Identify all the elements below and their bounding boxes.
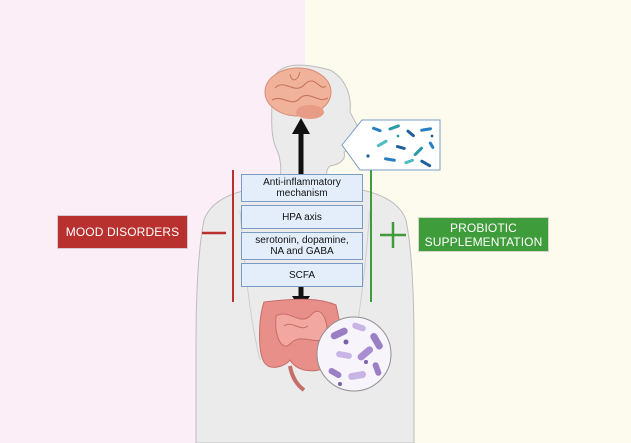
mechanism-scfa: SCFA [241, 263, 363, 287]
brain-icon [264, 67, 332, 119]
mechanism-hpa-axis: HPA axis [241, 205, 363, 229]
mechanism-anti-inflammatory: Anti-inflammatory mechanism [241, 174, 363, 202]
bacteria-icon [316, 316, 392, 392]
arrow-up-icon [292, 118, 310, 174]
probiotic-bacteria-bubble [341, 119, 441, 171]
mood-disorders-label: MOOD DISORDERS [58, 216, 187, 248]
plus-sign-icon [380, 222, 406, 248]
probiotic-supplementation-label: PROBIOTIC SUPPLEMENTATION [419, 218, 548, 251]
mechanism-neurotransmitters: serotonin, dopamine, NA and GABA [241, 232, 363, 260]
